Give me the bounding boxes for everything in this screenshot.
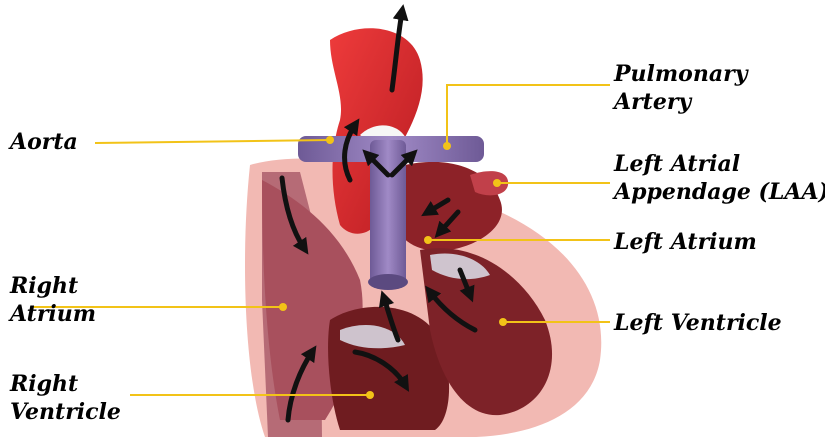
label-pulmonary-artery: Pulmonary Artery: [614, 60, 747, 116]
label-right-atrium-line1: Right: [10, 272, 96, 300]
label-left-ventricle: Left Ventricle: [614, 309, 782, 337]
leader-aorta: [95, 140, 330, 143]
label-aorta-text: Aorta: [10, 128, 78, 156]
pulmonary-valve: [368, 274, 408, 290]
label-pulmonary-line2: Artery: [614, 88, 747, 116]
label-left-atrium: Left Atrium: [614, 228, 757, 256]
label-left-ventricle-text: Left Ventricle: [614, 309, 782, 337]
label-laa-line2: Appendage (LAA): [614, 178, 825, 206]
label-right-atrium: Right Atrium: [10, 272, 96, 328]
label-laa-line1: Left Atrial: [614, 150, 825, 178]
label-right-atrium-line2: Atrium: [10, 300, 96, 328]
label-left-atrial-appendage: Left Atrial Appendage (LAA): [614, 150, 825, 206]
label-right-ventricle-line2: Ventricle: [10, 398, 121, 426]
label-right-ventricle-line1: Right: [10, 370, 121, 398]
label-pulmonary-line1: Pulmonary: [614, 60, 747, 88]
label-left-atrium-text: Left Atrium: [614, 228, 757, 256]
label-aorta: Aorta: [10, 128, 78, 156]
label-right-ventricle: Right Ventricle: [10, 370, 121, 426]
